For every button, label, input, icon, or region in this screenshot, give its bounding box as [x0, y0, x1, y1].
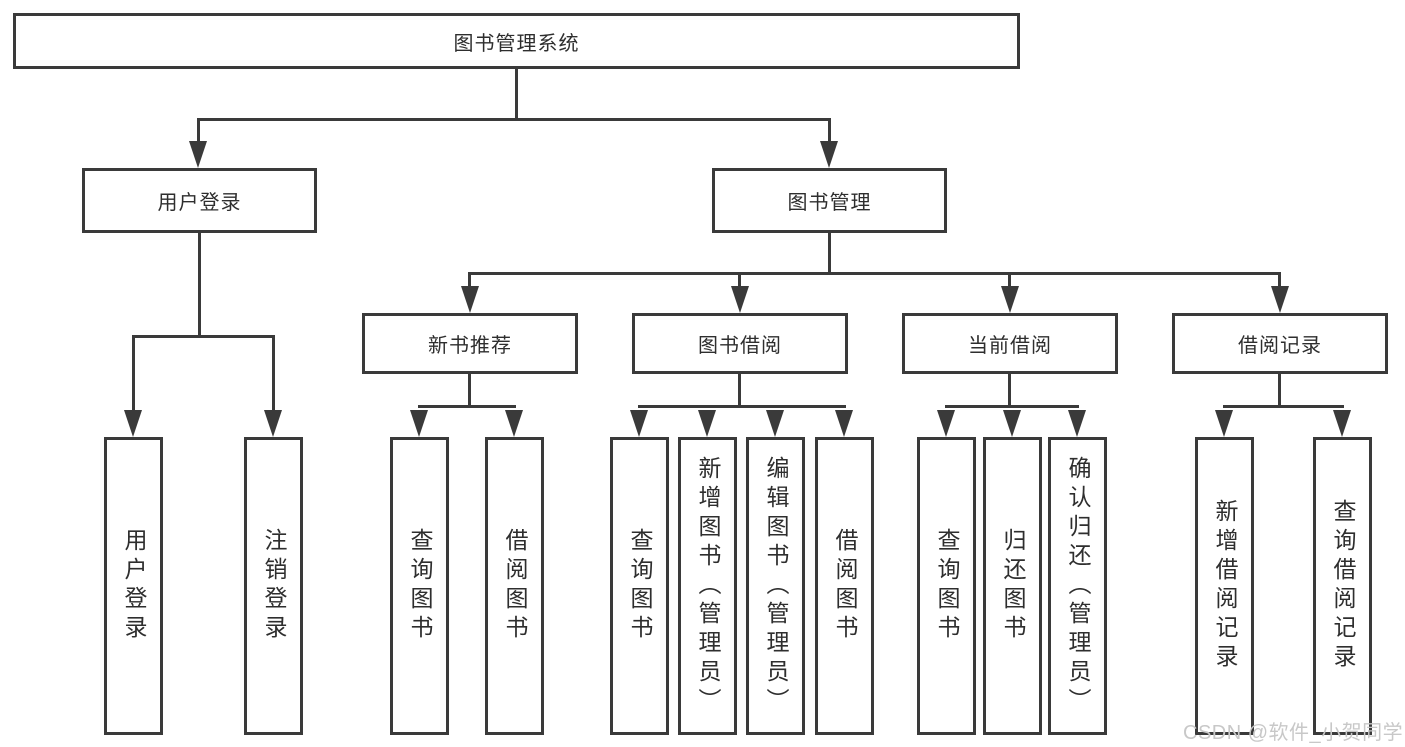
arrowhead-down-icon: [264, 410, 282, 437]
node-root: 图书管理系统: [13, 13, 1020, 69]
arrowhead-down-icon: [410, 410, 428, 437]
leaf-borrow-query-books: 查询图书: [610, 437, 669, 735]
leaf-user-login: 用户登录: [104, 437, 163, 735]
connector-level3-bus: [468, 272, 1281, 275]
leaf-current-return-books-label: 归还图书: [1000, 528, 1026, 644]
connector-book-borrowing-stem: [738, 374, 741, 408]
arrowhead-down-icon: [820, 141, 838, 168]
connector-new-book-bus: [418, 405, 516, 408]
leaf-borrow-borrow-books: 借阅图书: [815, 437, 874, 735]
arrowhead-down-icon: [1271, 286, 1289, 313]
leaf-borrow-borrow-books-label: 借阅图书: [832, 528, 858, 644]
leaf-current-query-books-label: 查询图书: [934, 528, 960, 644]
arrowhead-down-icon: [766, 410, 784, 437]
node-user-login: 用户登录: [82, 168, 317, 233]
node-book-management: 图书管理: [712, 168, 947, 233]
connector-new-book-stem: [468, 374, 471, 408]
leaf-current-confirm-return-admin-label: 确认归还（管理员）: [1065, 455, 1091, 717]
node-book-management-label: 图书管理: [787, 192, 872, 214]
leaf-borrow-add-books-admin-label: 新增图书（管理员）: [695, 455, 721, 717]
leaf-newbook-borrow-books-label: 借阅图书: [502, 528, 528, 644]
node-book-borrowing-label: 图书借阅: [698, 335, 782, 357]
arrowhead-down-icon: [1003, 410, 1021, 437]
connector-book-management-stem: [828, 233, 831, 275]
node-root-label: 图书管理系统: [453, 32, 580, 55]
connector-to-book-borrowing: [738, 272, 741, 292]
leaf-borrow-query-books-label: 查询图书: [627, 528, 653, 644]
leaf-newbook-query-books-label: 查询图书: [407, 528, 433, 644]
arrowhead-down-icon: [937, 410, 955, 437]
arrowhead-down-icon: [630, 410, 648, 437]
leaf-records-query-record-label: 查询借阅记录: [1330, 499, 1356, 673]
arrowhead-down-icon: [461, 286, 479, 313]
connector-user-login-bus: [132, 335, 275, 338]
leaf-borrow-add-books-admin: 新增图书（管理员）: [678, 437, 737, 735]
node-new-book-recommend-label: 新书推荐: [428, 335, 512, 357]
leaf-current-return-books: 归还图书: [983, 437, 1042, 735]
connector-user-login-stem: [198, 233, 201, 338]
leaf-records-add-record: 新增借阅记录: [1195, 437, 1254, 735]
connector-to-borrowing-records: [1278, 272, 1281, 292]
node-borrowing-records: 借阅记录: [1172, 313, 1388, 374]
connector-to-leaf: [272, 335, 275, 413]
leaf-records-query-record: 查询借阅记录: [1313, 437, 1372, 735]
leaf-current-query-books: 查询图书: [917, 437, 976, 735]
connector-to-book-management: [828, 118, 831, 146]
connector-to-new-book: [468, 272, 471, 292]
node-current-borrowing-label: 当前借阅: [968, 335, 1052, 357]
arrowhead-down-icon: [505, 410, 523, 437]
arrowhead-down-icon: [835, 410, 853, 437]
node-book-borrowing: 图书借阅: [632, 313, 848, 374]
connector-current-borrowing-bus: [945, 405, 1079, 408]
arrowhead-down-icon: [698, 410, 716, 437]
arrowhead-down-icon: [1001, 286, 1019, 313]
leaf-current-confirm-return-admin: 确认归还（管理员）: [1048, 437, 1107, 735]
connector-root-stem: [515, 68, 518, 121]
leaf-newbook-borrow-books: 借阅图书: [485, 437, 544, 735]
node-borrowing-records-label: 借阅记录: [1238, 335, 1322, 357]
node-new-book-recommend: 新书推荐: [362, 313, 578, 374]
connector-to-leaf: [132, 335, 135, 413]
leaf-records-add-record-label: 新增借阅记录: [1212, 499, 1238, 673]
arrowhead-down-icon: [189, 141, 207, 168]
csdn-watermark: CSDN @软件_小贺同学: [1183, 722, 1404, 744]
arrowhead-down-icon: [124, 410, 142, 437]
connector-book-borrowing-bus: [638, 405, 846, 408]
leaf-borrow-edit-books-admin: 编辑图书（管理员）: [746, 437, 805, 735]
arrowhead-down-icon: [731, 286, 749, 313]
connector-borrowing-records-stem: [1278, 374, 1281, 408]
connector-borrowing-records-bus: [1223, 405, 1344, 408]
connector-level2-bus: [197, 118, 831, 121]
arrowhead-down-icon: [1215, 410, 1233, 437]
connector-current-borrowing-stem: [1008, 374, 1011, 408]
node-current-borrowing: 当前借阅: [902, 313, 1118, 374]
arrowhead-down-icon: [1333, 410, 1351, 437]
leaf-newbook-query-books: 查询图书: [390, 437, 449, 735]
arrowhead-down-icon: [1068, 410, 1086, 437]
node-user-login-label: 用户登录: [157, 192, 242, 214]
leaf-borrow-edit-books-admin-label: 编辑图书（管理员）: [763, 455, 789, 717]
leaf-logout-label: 注销登录: [261, 528, 287, 644]
connector-to-user-login: [197, 118, 200, 146]
leaf-logout: 注销登录: [244, 437, 303, 735]
connector-to-current-borrowing: [1008, 272, 1011, 292]
leaf-user-login-label: 用户登录: [121, 528, 147, 644]
